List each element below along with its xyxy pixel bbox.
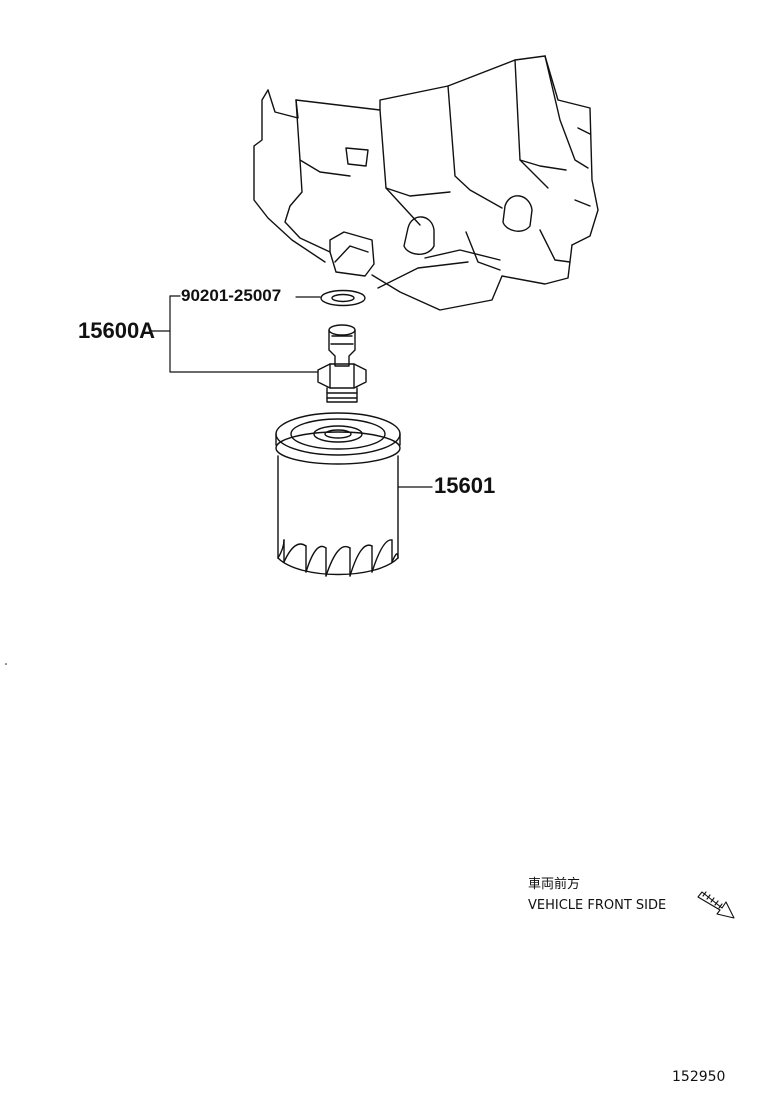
leader-lines	[151, 295, 433, 488]
diagram-reference-number: 152950	[672, 1069, 726, 1085]
gasket-part-callout: 90201-25007	[181, 286, 282, 305]
assembly-part-callout: 15600A	[78, 318, 156, 343]
margin-dot	[5, 663, 7, 665]
union-fitting	[317, 324, 367, 403]
engine-block-outline	[253, 55, 599, 311]
front-side-japanese-label: 車両前方	[528, 877, 581, 892]
filter-part-callout: 15601	[434, 473, 496, 498]
gasket	[320, 289, 366, 307]
front-side-english-label: VEHICLE FRONT SIDE	[528, 898, 667, 913]
oil-filter	[275, 412, 401, 577]
front-direction-arrow-icon	[697, 891, 735, 919]
